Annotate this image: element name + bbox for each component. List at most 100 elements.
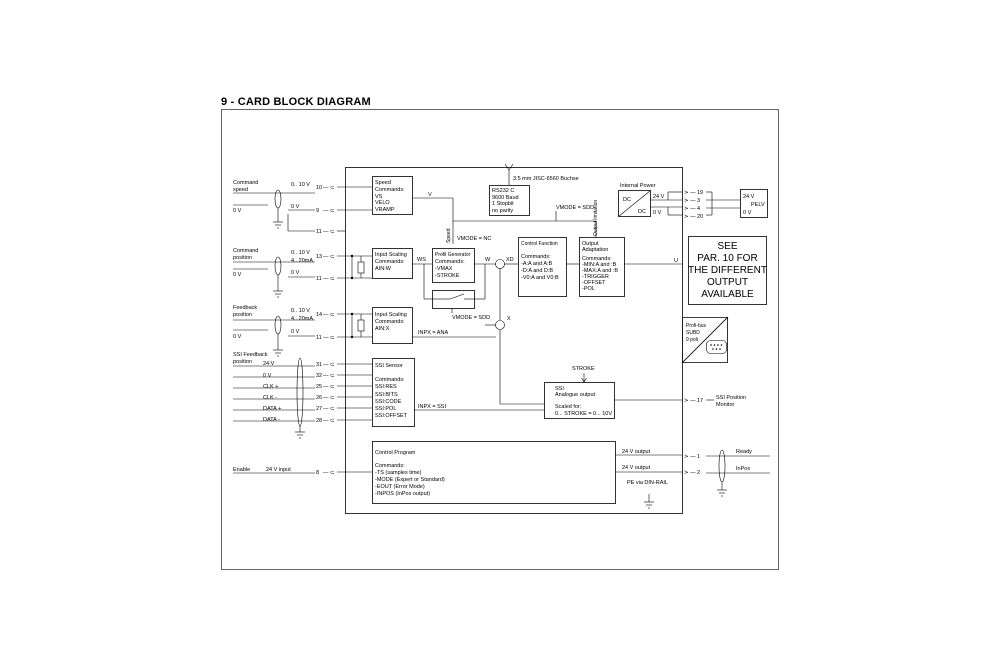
rs232-line-1: RS232 C bbox=[492, 188, 514, 194]
vmode-switch bbox=[432, 290, 475, 309]
profil-generator-block: Profil Generator Commands: -VMAX -STROKE bbox=[432, 248, 475, 283]
svg-text:≻ —: ≻ — bbox=[684, 214, 696, 220]
profibus-line-1: Profi-bus bbox=[686, 323, 707, 329]
feedback-position-signal-v: 0.. 10 V bbox=[291, 308, 310, 314]
speed-block-line-3: VS bbox=[375, 194, 383, 200]
ssi-signal-0v: 0 V bbox=[263, 373, 272, 379]
page-title: 9 - CARD BLOCK DIAGRAM bbox=[221, 96, 371, 108]
ready-label: Ready bbox=[736, 449, 752, 455]
pin-11a: 11 bbox=[316, 229, 322, 235]
control-program-block: Control Program Commands: -TS (samples t… bbox=[372, 441, 616, 504]
svg-text:≻ —: ≻ — bbox=[684, 470, 696, 476]
control-program-line-1: Control Program bbox=[375, 450, 416, 456]
pin-31: 31 bbox=[316, 362, 322, 368]
output-adaptation-line-6: -MAX:A and :B bbox=[582, 268, 618, 274]
output-24v-2: 24 V output bbox=[622, 465, 651, 471]
pin-3: 3 bbox=[697, 198, 700, 204]
pin-1: 1 bbox=[697, 454, 700, 460]
input-scaling-x-block: Input Scaling Commands: AIN:X bbox=[372, 307, 413, 344]
pin-9: 9 bbox=[316, 208, 319, 214]
rs232-line-4: no parity bbox=[492, 208, 513, 214]
svg-text:— ⊂: — ⊂ bbox=[323, 254, 335, 260]
speed-block-line-1: Speed bbox=[375, 180, 391, 186]
feedback-position-zero: 0 V bbox=[233, 334, 242, 340]
feedback-position-label-1: Feedback bbox=[233, 305, 257, 311]
feedback-position-input: Feedback position 0.. 10 V 4.. 20mA 0 V … bbox=[233, 305, 372, 357]
digital-outputs: ≻ — 1 ≻ — 2 Ready InPos bbox=[684, 449, 770, 497]
ssi-feedback-label-2: position bbox=[233, 359, 252, 365]
pelv-24v: 24 V bbox=[743, 194, 755, 200]
enable-input: Enable 24 V input 8 — ⊂ bbox=[233, 467, 372, 476]
svg-text:— ⊂: — ⊂ bbox=[323, 208, 335, 214]
profibus-line-3: 9 poli bbox=[686, 337, 698, 343]
feedback-position-signal-ma: 4.. 20mA bbox=[291, 316, 313, 322]
ssi-feedback-input: SSI Feedback position 24 V 0 V CLK + CLK… bbox=[233, 352, 372, 439]
svg-text:— ⊂: — ⊂ bbox=[323, 229, 335, 235]
control-program-line-5: -MODE (Expert or Standard) bbox=[375, 477, 445, 483]
scaling-x-line-1: Input Scaling bbox=[375, 312, 407, 318]
svg-text:≻ —: ≻ — bbox=[684, 206, 696, 212]
control-program-line-4: -TS (samples time) bbox=[375, 470, 422, 476]
ssi-sensor-line-4: SSI:RES bbox=[375, 384, 397, 390]
svg-text:— ⊂: — ⊂ bbox=[323, 418, 335, 424]
ssi-monitor-label-2: Monitor bbox=[716, 402, 735, 408]
signal-w: W bbox=[485, 257, 491, 263]
control-program-line-6: -EOUT (Error Mode) bbox=[375, 484, 425, 490]
command-position-signal-v: 0.. 10 V bbox=[291, 250, 310, 256]
ssi-sensor-line-1: SSI Sensor bbox=[375, 363, 403, 369]
ssi-analogue-line-5: 0... STROKE = 0... 10V bbox=[555, 411, 612, 417]
output-adaptation-line-2: Adaptation bbox=[582, 247, 608, 253]
signal-speed: Speed bbox=[446, 228, 452, 243]
output-adaptation-line-1: Output bbox=[582, 241, 599, 247]
svg-text:— ⊂: — ⊂ bbox=[323, 185, 335, 191]
see-par-line-4: OUTPUT bbox=[707, 277, 748, 288]
input-scaling-w-block: Input Scaling Commands: AIN:W bbox=[372, 248, 413, 279]
scaling-x-line-3: AIN:X bbox=[375, 326, 390, 332]
pin-20: 20 bbox=[697, 214, 703, 220]
svg-text:≻ —: ≻ — bbox=[684, 198, 696, 204]
pin-32: 32 bbox=[316, 373, 322, 379]
signal-vmode-sdd-2: VMODE = SDD bbox=[452, 315, 490, 321]
signal-u: U bbox=[674, 258, 678, 264]
pin-28: 28 bbox=[316, 418, 322, 424]
control-program-line-7: -INPOS (InPos output) bbox=[375, 491, 430, 497]
ssi-sensor-line-8: SSI:OFFSET bbox=[375, 413, 408, 419]
signal-vmode-sdd: VMODE = SDD bbox=[556, 205, 594, 211]
signal-vmode-nc: VMODE = NC bbox=[457, 236, 491, 242]
scaling-x-line-2: Commands: bbox=[375, 319, 405, 325]
ssi-signal-data-minus: DATA - bbox=[263, 417, 280, 423]
pin-2: 2 bbox=[697, 470, 700, 476]
ssi-signal-clk-minus: CLK - bbox=[263, 395, 277, 401]
pin-13: 13 bbox=[316, 254, 322, 260]
pe-din-rail: PE via DIN-RAIL bbox=[627, 480, 668, 486]
power-output-pins: ≻ — 19 ≻ — 3 ≻ — 4 ≻ — 20 bbox=[684, 190, 740, 220]
pelv-label: PELV bbox=[751, 202, 765, 208]
summing-junction-x bbox=[495, 320, 505, 330]
ssi-analogue-line-4: Scaled for: bbox=[555, 404, 582, 410]
internal-power-title: Internal Power bbox=[620, 183, 656, 189]
internal-power-block: Internal Power DC DC 24 V 0 V bbox=[618, 183, 682, 217]
enable-label: Enable bbox=[233, 467, 250, 473]
ssi-signal-data-plus: DATA + bbox=[263, 406, 281, 412]
internal-power-dc-2: DC bbox=[638, 209, 646, 215]
pin-10: 10 bbox=[316, 185, 322, 191]
speed-block-line-4: VELO bbox=[375, 200, 390, 206]
internal-power-0v: 0 V bbox=[653, 210, 662, 216]
signal-stroke: STROKE bbox=[572, 366, 595, 372]
speed-block: Speed Commands: VS VELO VRAMP bbox=[372, 176, 413, 215]
see-par-10-note: SEE PAR. 10 FOR THE DIFFERENT OUTPUT AVA… bbox=[688, 236, 767, 305]
command-speed-zero: 0 V bbox=[233, 208, 242, 214]
inpos-label: InPos bbox=[736, 466, 750, 472]
command-speed-input: Command speed 0.. 10 V 0 V 0 V 10 — ⊂ 9 … bbox=[233, 180, 372, 235]
svg-text:≻ —: ≻ — bbox=[684, 398, 696, 404]
output-adaptation-line-4: Commands: bbox=[582, 256, 612, 262]
pin-17: 17 bbox=[697, 398, 703, 404]
ssi-sensor-line-6: SSI:CODE bbox=[375, 399, 402, 405]
svg-text:≻ —: ≻ — bbox=[684, 190, 696, 196]
ssi-sensor-block: SSI Sensor Commands: SSI:RES SSI:BITS SS… bbox=[372, 358, 415, 427]
internal-power-24v: 24 V bbox=[653, 194, 665, 200]
rs232-line-3: 1 Stopbit bbox=[492, 201, 514, 207]
signal-inpx-ana: INPX = ANA bbox=[418, 330, 448, 336]
command-position-zero-signal: 0 V bbox=[291, 270, 300, 276]
